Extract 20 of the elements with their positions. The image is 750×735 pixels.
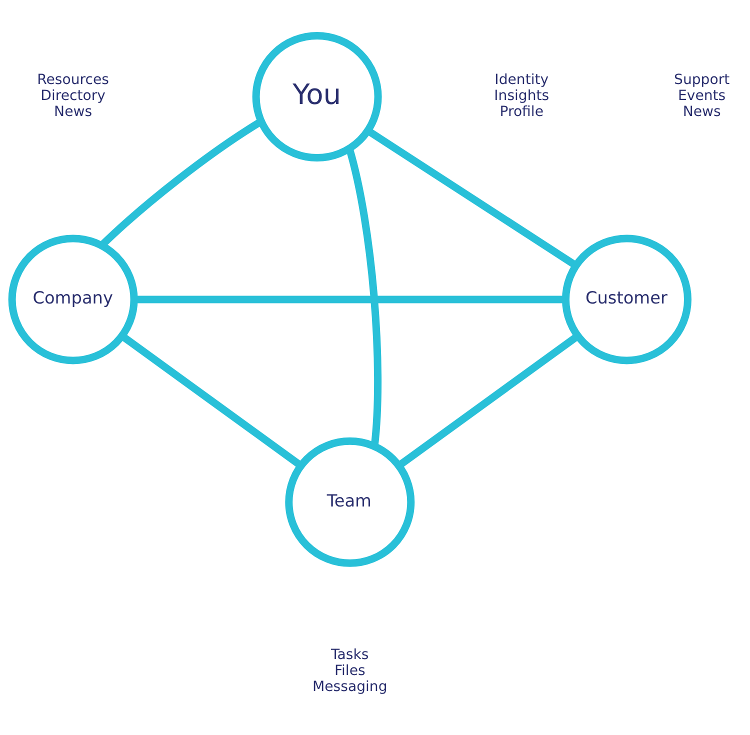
node-label: Messaging <box>312 678 388 695</box>
connector <box>366 127 578 269</box>
connector <box>396 333 580 469</box>
node-label: Insights <box>494 88 550 104</box>
connector <box>120 333 303 469</box>
node-circle: Customer <box>562 234 692 364</box>
node-label: Identity <box>494 72 549 88</box>
node-label: Files <box>334 662 366 679</box>
node-circle: Team <box>285 437 415 567</box>
node-label: News <box>682 104 721 120</box>
node-label: Profile <box>500 104 544 120</box>
connector <box>346 148 382 446</box>
node-label: Directory <box>40 88 106 104</box>
node-label: Support <box>674 72 730 88</box>
node-label: Events <box>678 88 726 104</box>
node-circle: Company <box>8 234 138 364</box>
node-label: Tasks <box>331 646 369 663</box>
node-label: Resources <box>37 72 109 88</box>
node-label: News <box>54 104 92 120</box>
node-circle: You <box>252 32 382 162</box>
